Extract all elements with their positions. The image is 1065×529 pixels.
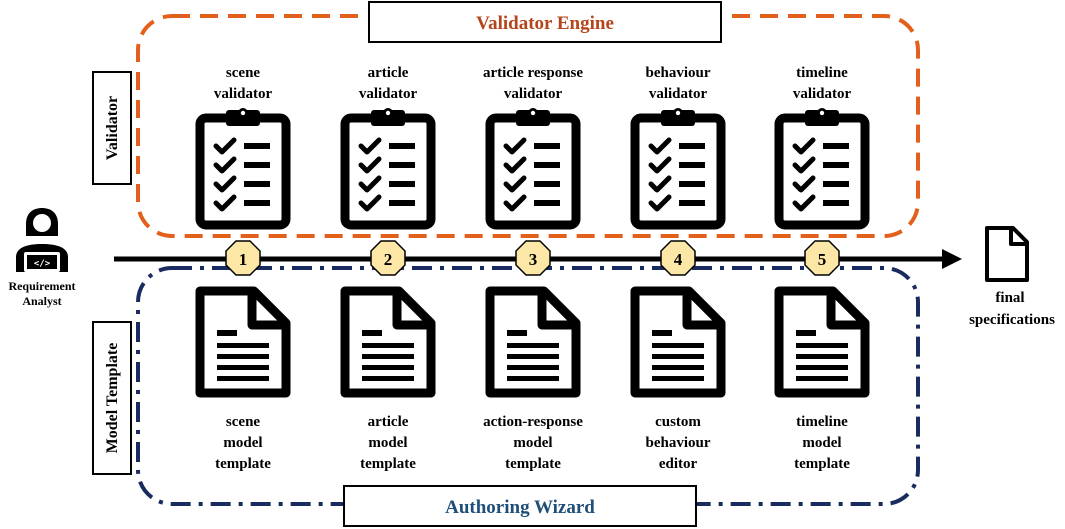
step-number: 2 [384, 250, 393, 269]
validator-label-line: validator [359, 86, 418, 102]
step-number: 4 [674, 250, 683, 269]
clipboard-checklist-icon [195, 108, 291, 230]
validator-label-line: article response [483, 65, 583, 81]
template-label-line: custom [655, 414, 701, 430]
step-badge [515, 240, 551, 276]
template-label-line: template [215, 456, 271, 472]
user-laptop-icon: </> [16, 208, 68, 272]
validator-label-line: behaviour [645, 65, 710, 81]
authoring-wizard-border [136, 266, 920, 506]
output-label-line1: final [995, 290, 1024, 306]
clipboard-checklist-icon [485, 108, 581, 230]
template-label-line: template [794, 456, 850, 472]
actor-label-line1: Requirement [8, 279, 75, 293]
clipboard-checklist-icon [340, 108, 436, 230]
step-number: 3 [529, 250, 538, 269]
validator-label-line: validator [504, 86, 563, 102]
step-column: behaviour validator 4 custom [630, 65, 726, 472]
document-template-icon [485, 286, 581, 398]
template-label-line: model [223, 435, 262, 451]
template-label-line: model [802, 435, 841, 451]
step-badge [225, 240, 261, 276]
step-badge [660, 240, 696, 276]
step-number: 1 [239, 250, 248, 269]
document-icon [985, 226, 1029, 282]
model-template-side-label: Model Template [104, 343, 121, 454]
clipboard-checklist-icon [630, 108, 726, 230]
validator-engine-title: Validator Engine [476, 13, 614, 34]
document-template-icon [195, 286, 291, 398]
step-column: article validator 2 article [340, 65, 436, 472]
template-label-line: behaviour [645, 435, 710, 451]
actor-label-line2: Analyst [22, 294, 61, 308]
validator-engine-border [136, 14, 920, 238]
step-badge [804, 240, 840, 276]
step-number: 5 [818, 250, 827, 269]
flow-arrow-head [942, 249, 962, 269]
output-label-line2: specifications [969, 312, 1055, 328]
template-label-line: editor [659, 456, 698, 472]
model-template-side-label-box [92, 321, 132, 475]
template-label-line: timeline [796, 414, 848, 430]
validator-label-line: validator [649, 86, 708, 102]
template-label-line: article [368, 414, 409, 430]
authoring-wizard-title: Authoring Wizard [445, 497, 595, 518]
validator-engine-title-box [368, 1, 722, 43]
validator-label-line: timeline [796, 65, 848, 81]
validator-label-line: validator [214, 86, 273, 102]
template-label-line: model [513, 435, 552, 451]
validator-label-line: validator [793, 86, 852, 102]
step-badge [370, 240, 406, 276]
template-label-line: scene [226, 414, 260, 430]
template-label-line: template [360, 456, 416, 472]
svg-text:</>: </> [34, 259, 51, 269]
validator-side-label-box [92, 71, 132, 185]
step-column: article response validator 3 a [483, 65, 583, 472]
document-template-icon [774, 286, 870, 398]
document-template-icon [630, 286, 726, 398]
template-label-line: model [368, 435, 407, 451]
document-template-icon [340, 286, 436, 398]
step-column: scene validator 1 scene mo [195, 65, 291, 472]
validator-label-line: scene [226, 65, 260, 81]
template-label-line: template [505, 456, 561, 472]
validator-side-label: Validator [104, 96, 121, 160]
step-column: timeline validator 5 timeline [774, 65, 870, 472]
validator-label-line: article [368, 65, 409, 81]
template-label-line: action-response [483, 414, 583, 430]
authoring-wizard-title-box [343, 485, 697, 527]
clipboard-checklist-icon [774, 108, 870, 230]
